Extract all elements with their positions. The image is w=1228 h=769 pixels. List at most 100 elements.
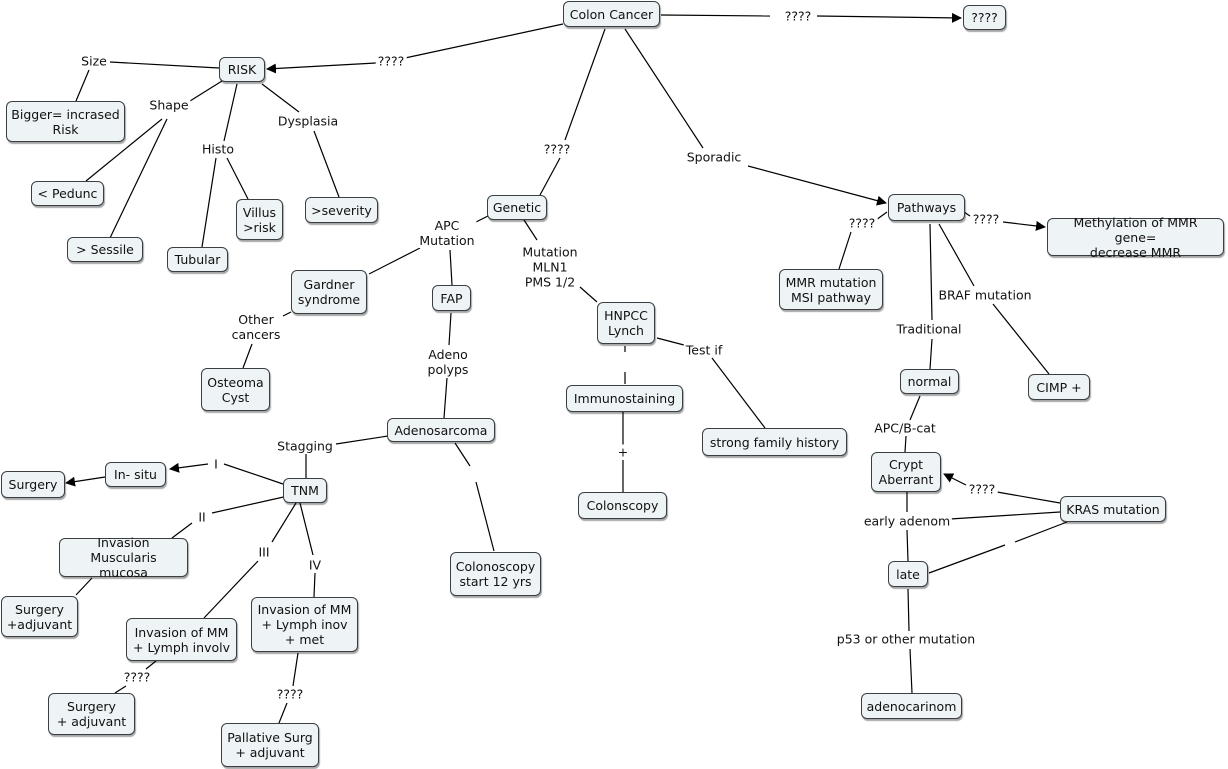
edge-tnm-iii xyxy=(271,502,297,543)
edge-traditional-normal xyxy=(929,338,933,370)
link-label-p53: p53 or other mutation xyxy=(834,631,978,647)
edge-kras-late2 xyxy=(928,544,1006,574)
link-label-apc-bcat: APC/B-cat xyxy=(872,420,938,436)
node-strong-family[interactable]: strong family history xyxy=(702,428,847,456)
node-invasion-mm[interactable]: Invasion Muscularis mucosa xyxy=(59,535,188,580)
node-hnpcc[interactable]: HNPCC Lynch xyxy=(597,302,655,344)
edge-tnm-iv xyxy=(299,502,314,556)
edge-late-p53 xyxy=(907,588,910,632)
edge-normal-apc xyxy=(909,395,921,421)
node-pathways[interactable]: Pathways xyxy=(888,194,965,221)
node-colon-cancer[interactable]: Colon Cancer xyxy=(563,1,660,27)
link-label-other-cancers: Other cancers xyxy=(229,312,283,342)
edge-risk-dysplasia xyxy=(261,83,300,113)
node-gardner[interactable]: Gardner syndrome xyxy=(291,270,367,314)
edge-genetic-mutation xyxy=(523,219,538,241)
node-invasion-met[interactable]: Invasion of MM + Lymph inov + met xyxy=(251,597,358,652)
link-label-size: Size xyxy=(79,53,109,69)
node-normal[interactable]: normal xyxy=(900,369,959,394)
edge-kras-q xyxy=(996,491,1061,504)
node-unknown-top[interactable]: ???? xyxy=(963,5,1006,30)
edge-dysplasia-severity xyxy=(313,130,340,198)
node-palliative[interactable]: Pallative Surg + adjuvant xyxy=(221,723,319,767)
edge-qmeth-meth xyxy=(1002,220,1046,231)
link-label-q-methylation: ???? xyxy=(970,211,1002,227)
edge-risk-size xyxy=(109,61,220,69)
edge-hnpcc-testif xyxy=(656,337,685,346)
link-label-early-adenom: early adenom xyxy=(861,513,953,529)
link-label-test-if: Test if xyxy=(683,342,725,358)
link-label-q-lymph: ???? xyxy=(121,669,153,685)
link-label-stage-iii: III xyxy=(256,544,272,560)
node-cimp[interactable]: CIMP + xyxy=(1028,374,1090,400)
node-fap[interactable]: FAP xyxy=(432,285,471,311)
link-label-plus: + xyxy=(615,444,631,460)
edge-p53-adenocarinom xyxy=(909,648,913,694)
edge-mutation-hnpcc xyxy=(579,286,598,303)
edge-qmmr-mmr xyxy=(838,231,852,270)
edge-q-unknown xyxy=(816,12,962,23)
node-bigger-risk[interactable]: Bigger= incrased Risk xyxy=(6,101,125,142)
edge-shape-sessile xyxy=(109,118,168,239)
edge-adenosarcoma-stagging xyxy=(335,435,389,445)
edge-apc-gardner xyxy=(368,247,421,275)
edge-other-osteoma xyxy=(242,343,253,369)
node-late[interactable]: late xyxy=(888,561,928,587)
edge-tnm-i xyxy=(223,463,284,485)
node-mmr-mutation[interactable]: MMR mutation MSI pathway xyxy=(779,269,883,310)
node-sessile[interactable]: > Sessile xyxy=(67,237,143,262)
edge-lymph-q xyxy=(145,660,157,670)
node-villus[interactable]: Villus >risk xyxy=(236,199,283,240)
edge-sporadic-pathways xyxy=(747,165,887,206)
edge-insitu-surgery xyxy=(65,476,106,487)
node-immunostaining[interactable]: Immunostaining xyxy=(566,385,683,412)
edge-iv-invasion xyxy=(313,572,316,598)
link-label-shape: Shape xyxy=(147,97,191,113)
link-label-stage-ii: II xyxy=(196,509,208,525)
edge-adenosarcoma-colonoscopy xyxy=(454,442,471,467)
edge-kras-late xyxy=(1014,521,1068,543)
edge-histo-villus xyxy=(226,157,249,200)
node-crypt[interactable]: Crypt Aberrant xyxy=(871,452,941,492)
edge-colon-sporadic xyxy=(624,28,704,149)
edge-gardner-other xyxy=(282,311,292,317)
node-tnm[interactable]: TNM xyxy=(283,478,327,503)
node-invasion-lymph[interactable]: Invasion of MM + Lymph involv xyxy=(126,618,237,661)
node-osteoma[interactable]: Osteoma Cyst xyxy=(201,368,270,411)
link-label-apc-mutation: APC Mutation xyxy=(417,218,477,248)
node-adenocarinom[interactable]: adenocarinom xyxy=(861,693,962,719)
edge-braf-cimp xyxy=(992,303,1050,375)
node-genetic[interactable]: Genetic xyxy=(487,195,547,220)
node-risk[interactable]: RISK xyxy=(219,57,265,82)
node-surgery[interactable]: Surgery xyxy=(1,471,65,498)
edge-shape-pedunc xyxy=(85,118,163,182)
edge-apc-crypt xyxy=(904,435,907,453)
edge-qgen-genetic xyxy=(539,157,561,196)
node-methylation[interactable]: Methylation of MMR gene= decrease MMR xyxy=(1047,215,1224,260)
node-surgery-adj1[interactable]: Surgery +adjuvant xyxy=(1,596,78,637)
link-label-sporadic: Sporadic xyxy=(684,149,744,165)
node-pedunc[interactable]: < Pedunc xyxy=(31,181,104,206)
edge-q-surgery2 xyxy=(114,685,127,694)
node-surgery-adj2[interactable]: Surgery + adjuvant xyxy=(48,693,135,735)
node-kras[interactable]: KRAS mutation xyxy=(1060,496,1166,522)
node-in-situ[interactable]: In- situ xyxy=(105,462,166,487)
node-severity[interactable]: >severity xyxy=(305,197,378,223)
node-colonoscopy-12[interactable]: Colonoscopy start 12 yrs xyxy=(450,552,541,596)
edge-pathways-braf xyxy=(938,223,975,287)
link-label-stage-i: I xyxy=(212,456,220,472)
node-adenosarcoma[interactable]: Adenosarcoma xyxy=(387,418,495,442)
link-label-dysplasia: Dysplasia xyxy=(275,113,341,129)
edge-q-crypt xyxy=(943,473,967,486)
link-label-q-mmr: ???? xyxy=(846,215,878,231)
edge-colon-q xyxy=(660,14,771,17)
edge-invasion-surgery1 xyxy=(75,577,93,596)
edge-ii-invasion xyxy=(171,522,193,539)
edge-kras-early xyxy=(949,511,1061,520)
link-label-q-kras: ???? xyxy=(966,481,998,497)
edge-risk-shape xyxy=(189,80,223,102)
edge-testif-family xyxy=(711,357,766,429)
node-tubular[interactable]: Tubular xyxy=(167,247,228,272)
node-colonscopy[interactable]: Colonscopy xyxy=(578,492,667,519)
edge-risk-histo xyxy=(223,83,238,142)
